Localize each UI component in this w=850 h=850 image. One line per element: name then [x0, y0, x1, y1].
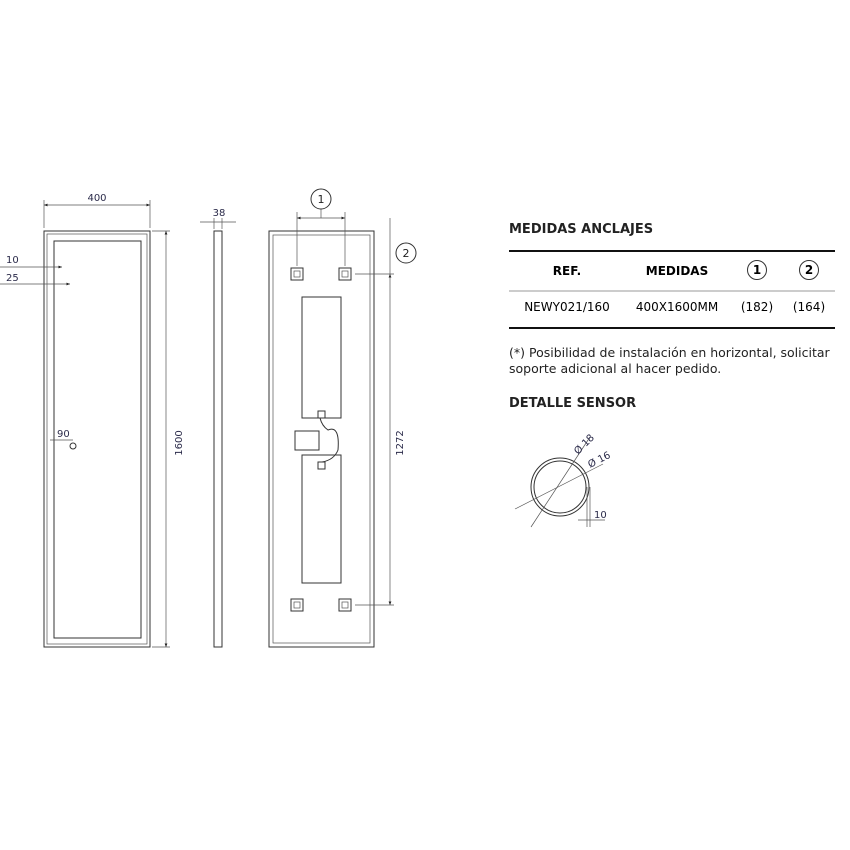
anchor-1-label: 1: [318, 193, 325, 206]
anchor-2-label: 2: [403, 247, 410, 260]
cell-ref: NEWY021/160: [524, 300, 610, 314]
anchors-table-title: MEDIDAS ANCLAJES: [509, 222, 654, 237]
sensor-offset-dimension: 90: [57, 429, 70, 440]
sensor-inner-diameter: Ø 16: [586, 449, 613, 470]
installation-note: (*) Posibilidad de instalación en horizo…: [509, 345, 830, 377]
anchor-bracket-icons: [290, 267, 352, 612]
offset-10-dimension: 10: [6, 255, 19, 266]
cell-anchor-1: (182): [740, 300, 774, 314]
sensor-outer-diameter: Ø 18: [572, 432, 597, 457]
header-anchor-1: 1: [747, 260, 767, 280]
cell-medidas: 400X1600MM: [635, 300, 719, 314]
sensor-edge-dimension: 10: [594, 510, 607, 521]
sensor-icon: [69, 442, 77, 450]
height-dimension: 1600: [174, 430, 185, 455]
note-line-1: (*) Posibilidad de instalación en horizo…: [509, 345, 830, 360]
header-medidas: MEDIDAS: [645, 264, 709, 278]
side-view: 38: [200, 208, 236, 648]
note-line-2: soporte adicional al hacer pedido.: [509, 361, 722, 376]
depth-dimension: 38: [213, 208, 226, 219]
header-anchor-2: 2: [799, 260, 819, 280]
header-ref: REF.: [552, 264, 582, 278]
sensor-detail-title: DETALLE SENSOR: [509, 396, 637, 411]
cell-anchor-2: (164): [792, 300, 826, 314]
back-view: 1 2 1272: [268, 188, 417, 648]
anchor-span-dimension: 1272: [395, 430, 406, 455]
offset-25-dimension: 25: [6, 273, 19, 284]
width-dimension: 400: [87, 193, 106, 204]
sensor-detail: Ø 18 Ø 16 10: [514, 432, 613, 528]
front-view: 400 10 25 1600 90: [0, 193, 185, 648]
